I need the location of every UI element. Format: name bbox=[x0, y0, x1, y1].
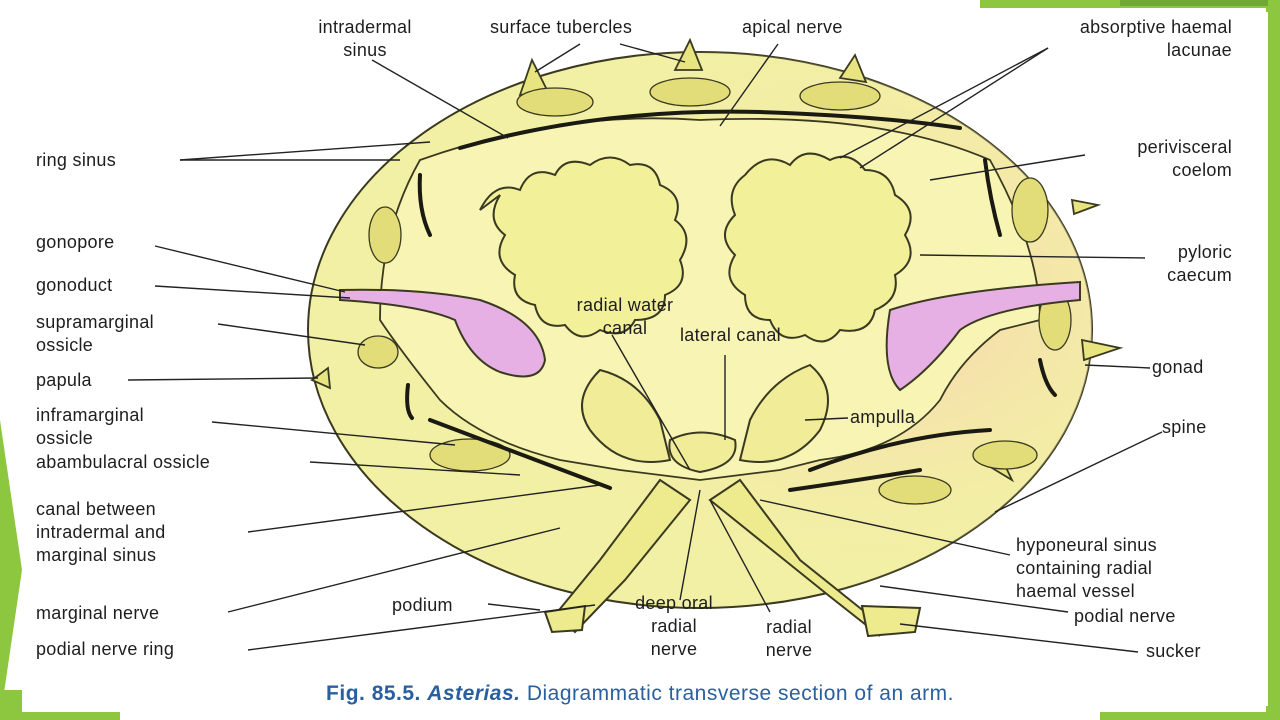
marginal-channels bbox=[405, 109, 1057, 492]
label-papula: papula bbox=[36, 370, 92, 390]
ossicles bbox=[357, 77, 1072, 505]
label-podial-nerve-ring: podial nerve ring bbox=[36, 639, 175, 659]
label-inframarginal-ossicle: inframarginal ossicle bbox=[36, 405, 144, 448]
label-hyponeural-sinus: hyponeural sinus containing radial haema… bbox=[1016, 535, 1157, 601]
label-pyloric-caecum: pyloric caecum bbox=[1167, 242, 1232, 285]
accent-bar-top-dark bbox=[1120, 0, 1280, 6]
label-surface-tubercles: surface tubercles bbox=[490, 17, 633, 37]
caption-text: Diagrammatic transverse section of an ar… bbox=[526, 682, 954, 705]
label-ampulla: ampulla bbox=[850, 407, 916, 427]
accent-bar-right bbox=[1268, 0, 1280, 720]
label-radial-water-canal: radial water canal bbox=[576, 295, 674, 338]
label-intradermal-sinus: intradermal sinus bbox=[318, 17, 412, 60]
label-podial-nerve: podial nerve bbox=[1074, 606, 1176, 626]
label-gonoduct: gonoduct bbox=[36, 275, 113, 295]
label-spine: spine bbox=[1162, 417, 1207, 437]
label-marginal-nerve: marginal nerve bbox=[36, 603, 160, 623]
label-podium: podium bbox=[392, 595, 453, 615]
label-deep-oral-radial-nerve: deep oral radial nerve bbox=[635, 593, 713, 659]
label-absorptive-haemal-lacunae: absorptive haemal lacunae bbox=[1079, 17, 1232, 60]
caption-genus: Asterias. bbox=[427, 682, 521, 705]
label-ring-sinus: ring sinus bbox=[36, 150, 117, 170]
label-lateral-canal: lateral canal bbox=[680, 325, 781, 345]
caption-fig-number: Fig. 85.5. bbox=[326, 682, 421, 705]
leader-lines bbox=[127, 43, 1163, 653]
ambulacral-system bbox=[581, 363, 829, 474]
label-gonopore: gonopore bbox=[36, 232, 115, 252]
label-abambulacral-ossicle: abambulacral ossicle bbox=[36, 452, 211, 472]
label-radial-nerve: radial nerve bbox=[765, 617, 813, 660]
label-sucker: sucker bbox=[1146, 641, 1201, 661]
gonads bbox=[339, 280, 1081, 392]
label-apical-nerve: apical nerve bbox=[742, 17, 843, 37]
figure-caption: Fig. 85.5. Asterias. Diagrammatic transv… bbox=[0, 682, 1280, 706]
pyloric-caeca bbox=[479, 152, 912, 343]
label-supramarginal-ossicle: supramarginal ossicle bbox=[36, 312, 154, 355]
label-perivisceral-coelom: perivisceral coelom bbox=[1137, 137, 1232, 180]
label-gonad: gonad bbox=[1152, 357, 1204, 377]
accent-triangle-left bbox=[0, 420, 22, 720]
label-canal-between-intradermal-marginal-sinus: canal between intradermal and marginal s… bbox=[36, 499, 166, 565]
